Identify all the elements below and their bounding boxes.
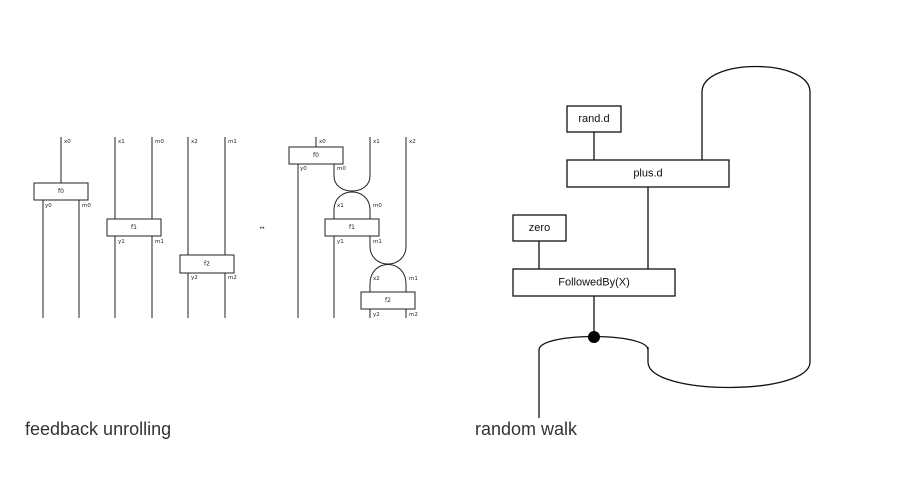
label-x2: x2 xyxy=(191,139,198,145)
label-x2-r2: x2 xyxy=(373,276,380,282)
box-f0 xyxy=(33,182,89,201)
label-y1-r: y1 xyxy=(337,239,344,245)
box-f0-label: f0 xyxy=(58,188,64,195)
wire-split xyxy=(538,335,649,418)
box-zero-label: zero xyxy=(529,222,550,234)
copy-node-dot xyxy=(588,331,600,343)
label-y0-r: y0 xyxy=(300,166,307,172)
label-m1: m1 xyxy=(228,139,237,145)
label-x1-r2: x1 xyxy=(337,203,344,209)
label-m2: m2 xyxy=(228,275,237,281)
feedback-unrolling-diagram: f0 f1 f2 x0 x1 m0 x2 m1 y0 m0 y1 m1 y2 m… xyxy=(33,137,418,318)
label-y1: y1 xyxy=(118,239,125,245)
label-m0: m0 xyxy=(155,139,164,145)
box-f1-r xyxy=(324,218,380,237)
label-y2: y2 xyxy=(191,275,198,281)
caption-feedback-unrolling: feedback unrolling xyxy=(25,419,172,439)
label-x1-r: x1 xyxy=(373,139,380,145)
label-m0-r2: m0 xyxy=(373,203,382,209)
box-rand-d xyxy=(566,105,622,133)
box-followed-by xyxy=(512,268,676,297)
box-f0-r-label: f0 xyxy=(313,152,319,159)
box-f1-r-label: f1 xyxy=(349,224,355,231)
label-m1-r2: m1 xyxy=(409,276,418,282)
box-plus-d-label: plus.d xyxy=(633,167,662,179)
label-y0: y0 xyxy=(45,203,52,209)
label-m1-r: m1 xyxy=(373,239,382,245)
label-m1-out: m1 xyxy=(155,239,164,245)
label-y2-r: y2 xyxy=(373,312,380,318)
box-followed-by-label: FollowedBy(X) xyxy=(558,276,630,288)
label-m0-r: m0 xyxy=(337,166,346,172)
caption-random-walk: random walk xyxy=(475,419,578,439)
wire-m0-cap xyxy=(333,191,371,219)
label-x2-r: x2 xyxy=(409,139,416,145)
label-m2-r: m2 xyxy=(409,312,418,318)
box-f2 xyxy=(179,254,235,274)
wire-x1-cross xyxy=(333,137,371,192)
box-plus-d xyxy=(566,159,730,188)
label-x0: x0 xyxy=(64,139,71,145)
label-x0-r: x0 xyxy=(319,139,326,145)
label-x1: x1 xyxy=(118,139,125,145)
feedback-loop-wire xyxy=(647,65,811,389)
box-f2-label: f2 xyxy=(204,261,210,268)
equivalence-symbol: ↔ xyxy=(259,225,264,232)
box-f2-r-label: f2 xyxy=(385,297,391,304)
random-walk-diagram: rand.d plus.d zero FollowedBy(X) xyxy=(512,65,811,418)
box-f1-label: f1 xyxy=(131,224,137,231)
label-m0-out: m0 xyxy=(82,203,91,209)
box-zero xyxy=(512,214,567,242)
box-f2-r xyxy=(360,291,416,310)
box-f0-r xyxy=(288,146,344,165)
box-rand-d-label: rand.d xyxy=(578,113,609,125)
wire-m1-cap xyxy=(369,264,407,292)
box-f1 xyxy=(106,218,162,237)
